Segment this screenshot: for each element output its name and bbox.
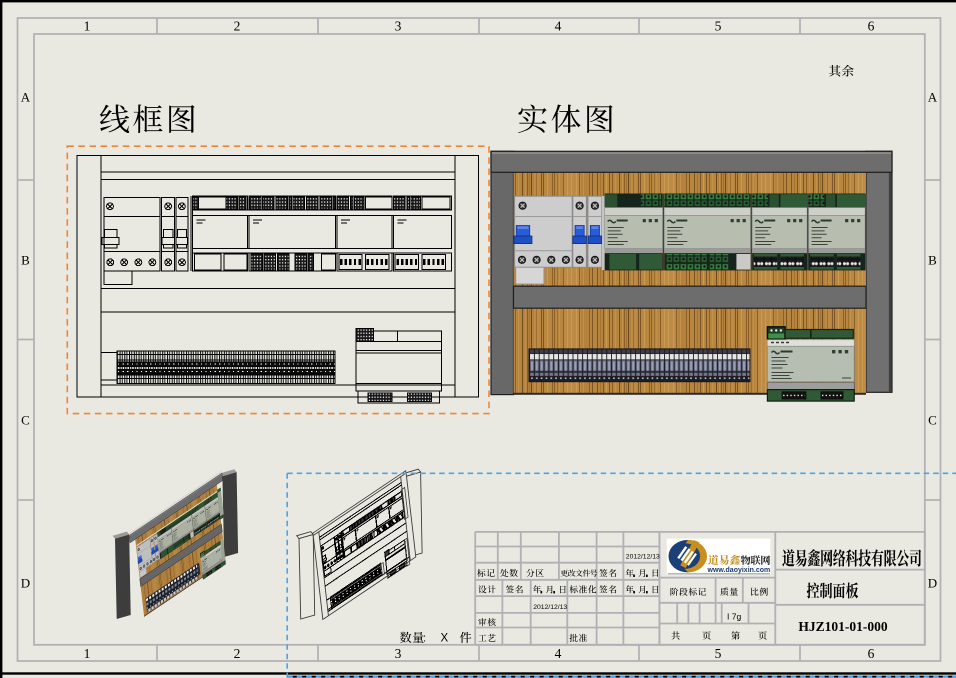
svg-text:A: A: [21, 90, 31, 105]
svg-text:6: 6: [868, 646, 875, 661]
svg-text:A: A: [928, 90, 938, 105]
svg-text:X: X: [441, 633, 449, 645]
svg-text:2: 2: [234, 19, 241, 34]
svg-text:2012/12/13: 2012/12/13: [626, 554, 660, 561]
svg-text:6: 6: [868, 19, 875, 34]
svg-text::: :: [423, 633, 426, 645]
svg-text:B: B: [21, 253, 30, 268]
svg-text:3: 3: [395, 646, 402, 661]
svg-text:D: D: [21, 576, 30, 591]
svg-text:D: D: [928, 576, 937, 591]
svg-text:1: 1: [84, 646, 91, 661]
svg-text:2: 2: [234, 646, 241, 661]
svg-text:5: 5: [715, 19, 722, 34]
svg-text:C: C: [928, 413, 937, 428]
svg-text:4: 4: [555, 646, 562, 661]
svg-text:3: 3: [395, 19, 402, 34]
svg-text:5: 5: [715, 646, 722, 661]
svg-text:I 7g: I 7g: [727, 612, 741, 622]
svg-text:B: B: [928, 253, 937, 268]
svg-text:1: 1: [84, 19, 91, 34]
svg-text:C: C: [21, 413, 30, 428]
svg-text:www.daoyixin.com: www.daoyixin.com: [707, 567, 771, 574]
svg-text:2012/12/13: 2012/12/13: [533, 604, 567, 611]
svg-text:4: 4: [555, 19, 562, 34]
svg-text:HJZ101-01-000: HJZ101-01-000: [798, 619, 887, 634]
